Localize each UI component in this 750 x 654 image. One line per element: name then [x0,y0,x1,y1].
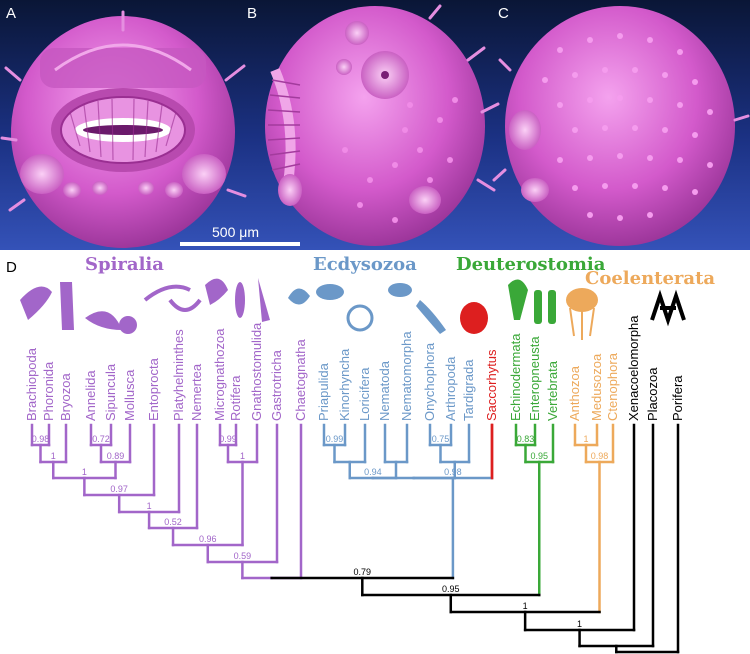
support-value: 0.96 [199,534,217,544]
group-title-deuterostomia: Deuterostomia [456,254,606,275]
support-value: 0.98 [32,434,50,444]
taxon-label-loricifera: Loricifera [357,367,372,421]
snail-silhouette [119,316,137,334]
taxon-label-porifera: Porifera [670,375,685,421]
gnathostomulid-silhouette [258,278,270,322]
nematode-silhouette [346,304,374,332]
taxon-label-placozoa: Placozoa [645,367,660,421]
panel-b-fossil [265,4,500,246]
taxon-label-rotifera: Rotifera [228,375,243,421]
priapulid-silhouette [288,288,310,305]
support-value: 0.95 [442,584,460,594]
support-value: 0.98 [444,467,462,477]
taxon-label-chaetognatha: Chaetognatha [293,339,308,421]
group-title-spiralia: Spiralia [85,254,164,275]
taxon-label-saccorhytus: Saccorhytus [484,349,499,421]
support-value: 0.89 [107,451,125,461]
support-value: 0.59 [234,551,252,561]
support-value: 0.79 [354,567,372,577]
group-title-coelenterata: Coelenterata [585,268,715,289]
taxon-label-gastrotricha: Gastrotricha [269,349,284,421]
panel-a-fossil [0,10,247,248]
taxon-label-tardigrada: Tardigrada [461,359,476,421]
support-values: 0.9810.720.8910.970.99110.520.960.590.99… [32,434,609,629]
annelid-silhouette [60,282,74,330]
taxon-label-kinorhyncha: Kinorhyncha [337,348,352,421]
worm-silhouette [85,311,122,330]
taxon-label-mollusca: Mollusca [122,369,137,421]
support-value: 0.52 [164,517,182,527]
panel-label-d: D [6,259,17,276]
taxon-label-priapulida: Priapulida [316,362,331,421]
support-value: 1 [147,501,152,511]
taxon-label-platyhelminthes: Platyhelminthes [171,329,186,421]
jellyfish-tentacles [569,307,595,340]
fly-silhouette [388,283,412,297]
micrognathozoan-silhouette [205,278,228,305]
taxon-label-phoronida: Phoronida [41,361,56,421]
taxon-label-onychophora: Onychophora [422,342,437,421]
support-value: 1 [82,467,87,477]
taxon-label-entoprocta: Entoprocta [146,357,161,421]
taxon-label-anthozoa: Anthozoa [567,365,582,421]
support-value: 1 [51,451,56,461]
panel-label-b: B [247,5,257,22]
support-value: 1 [523,601,528,611]
support-value: 0.95 [530,451,548,461]
taxon-label-micrognathozoa: Micrognathozoa [212,328,227,421]
sponge-silhouette [650,289,686,327]
rotifer-silhouette [235,282,245,318]
scale-bar-label: 500 μm [212,224,259,240]
panel-label-c: C [498,5,509,22]
support-value: 0.97 [110,484,128,494]
support-value: 0.99 [326,434,344,444]
group-title-ecdysozoa: Ecdysozoa [313,254,417,275]
taxon-label-medusozoa: Medusozoa [589,353,604,421]
taxon-label-annelida: Annelida [83,370,98,421]
kinorhynch-silhouette [316,284,344,300]
taxon-label-xenacoelomorpha: Xenacoelomorpha [626,315,641,421]
support-value: 0.83 [517,434,535,444]
taxon-label-brachiopoda: Brachiopoda [24,347,39,421]
taxon-label-arthropoda: Arthropoda [443,356,458,421]
taxon-label-echinodermata: Echinodermata [508,333,523,421]
nemertean-silhouette [168,298,202,312]
support-value: 0.99 [219,434,237,444]
phylogenetic-tree [30,423,680,654]
panel-c-fossil [492,6,750,246]
human-silhouette-1 [534,290,542,324]
support-value: 1 [583,434,588,444]
panel-label-a: A [6,5,16,22]
support-value: 0.72 [92,434,110,444]
support-value: 0.75 [432,434,450,444]
taxon-label-vertebrata: Vertebrata [545,360,560,421]
support-value: 0.94 [364,467,382,477]
saccorhytus-silhouette [460,302,488,334]
taxon-label-bryozoa: Bryozoa [58,373,73,421]
echinoderm-silhouette [508,279,528,320]
taxon-label-nemertea: Nemertea [189,363,204,421]
human-silhouette-2 [548,290,556,324]
taxon-label-gnathostomulida: Gnathostomulida [249,322,264,421]
taxon-silhouettes [20,278,686,340]
jellyfish-silhouette [566,288,598,312]
brachiopod-silhouette [20,286,52,320]
taxon-label-ctenophora: Ctenophora [605,352,620,421]
taxon-label-sipuncula: Sipuncula [103,363,118,421]
support-value: 0.98 [591,451,609,461]
support-value: 1 [240,451,245,461]
onychophoran-silhouette [416,300,446,334]
scale-bar [180,242,300,246]
support-value: 1 [577,619,582,629]
taxon-label-enteropneusta: Enteropneusta [527,336,542,421]
platyhelminth-silhouette [143,284,191,302]
taxon-label-nematoda: Nematoda [377,360,392,421]
taxon-label-nematomorpha: Nematomorpha [399,331,414,421]
